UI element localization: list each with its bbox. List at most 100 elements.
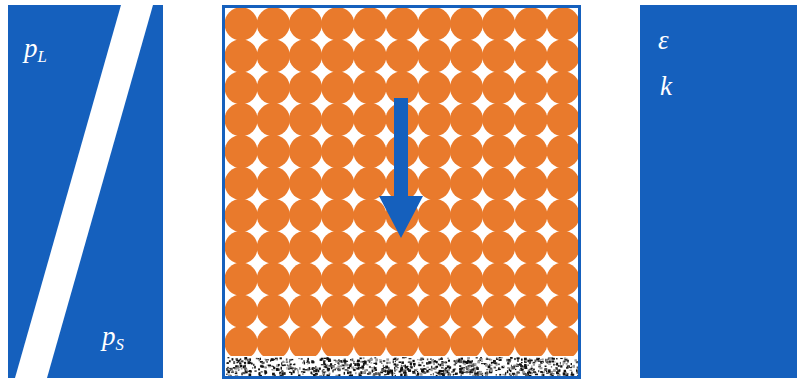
gravel-grain	[327, 364, 329, 367]
gravel-grain	[529, 361, 531, 363]
gravel-grain	[227, 357, 229, 358]
gravel-grain	[560, 358, 563, 359]
gravel-grain	[315, 370, 317, 372]
symbol-label: pL	[24, 35, 47, 66]
gravel-grain	[282, 373, 284, 375]
gravel-grain	[433, 373, 434, 375]
particle	[547, 103, 580, 136]
gravel-grain	[435, 372, 437, 373]
gravel-grain	[515, 369, 516, 370]
gravel-grain	[356, 368, 358, 370]
gravel-grain	[423, 368, 425, 370]
gravel-grain	[508, 361, 511, 363]
particle	[418, 167, 451, 200]
particle	[482, 39, 515, 72]
gravel-grain	[521, 367, 524, 370]
gravel-grain	[394, 363, 397, 365]
gravel-grain	[519, 363, 522, 365]
gravel-grain	[460, 375, 461, 376]
gravel-grain	[560, 362, 561, 365]
gravel-grain	[320, 359, 323, 361]
particle	[257, 294, 290, 327]
gravel-grain	[563, 373, 566, 376]
gravel-grain	[271, 359, 273, 361]
gravel-grain	[512, 373, 515, 375]
gravel-grain	[441, 363, 443, 365]
gravel-grain	[427, 358, 428, 360]
gravel-grain	[394, 373, 396, 374]
particle	[482, 263, 515, 296]
gravel-grain	[419, 364, 422, 366]
gravel-grain	[499, 374, 501, 376]
particle	[257, 103, 290, 136]
gravel-grain	[282, 361, 285, 363]
gravel-grain	[301, 371, 303, 372]
gravel-grain	[316, 368, 319, 370]
gravel-grain	[540, 371, 542, 373]
gravel-grain	[539, 367, 542, 369]
gravel-grain	[472, 375, 475, 376]
particle	[547, 294, 580, 327]
gravel-grain	[238, 368, 240, 371]
gravel-grain	[312, 361, 314, 363]
gravel-grain	[522, 371, 525, 373]
gravel-grain	[538, 361, 541, 362]
gravel-grain	[281, 362, 282, 364]
gravel-grain	[240, 365, 242, 367]
gravel-grain	[311, 368, 313, 370]
gravel-grain	[351, 367, 354, 369]
gravel-grain	[517, 357, 520, 359]
gravel-grain	[328, 359, 330, 362]
gravel-grain	[448, 360, 450, 362]
gravel-grain	[453, 369, 455, 372]
gravel-grain	[457, 359, 458, 362]
particle	[514, 167, 547, 200]
gravel-grain	[505, 372, 506, 373]
gravel-grain	[422, 362, 424, 364]
gravel-grain	[548, 369, 551, 372]
gravel-grain	[340, 365, 342, 367]
flow-arrow	[379, 98, 423, 238]
gravel-grain	[439, 370, 441, 372]
gravel-grain	[306, 362, 309, 363]
gravel-grain	[481, 363, 484, 364]
gravel-grain	[517, 364, 518, 366]
particle	[514, 7, 547, 40]
particle	[386, 39, 419, 72]
gravel-grain	[307, 363, 308, 364]
gravel-grain	[431, 366, 432, 369]
gravel-grain	[409, 358, 412, 359]
gravel-grain	[565, 372, 566, 375]
particle	[321, 326, 354, 359]
gravel-grain	[282, 365, 285, 367]
gravel-grain	[256, 358, 258, 359]
particle	[353, 39, 386, 72]
particle	[289, 7, 322, 40]
gravel-grain	[549, 357, 552, 360]
gravel-grain	[517, 372, 520, 374]
particle	[482, 103, 515, 136]
symbol-label: k	[660, 73, 672, 100]
gravel-grain	[547, 361, 548, 364]
gravel-grain	[226, 363, 228, 364]
gravel-grain	[347, 370, 349, 371]
gravel-grain	[521, 369, 524, 370]
particle	[225, 263, 258, 296]
gravel-grain	[246, 369, 247, 372]
gravel-grain	[378, 372, 380, 375]
particle	[386, 326, 419, 359]
gravel-grain	[232, 358, 234, 360]
gravel-grain	[284, 364, 286, 366]
gravel-grain	[352, 358, 354, 361]
gravel-grain	[393, 359, 395, 360]
gravel-grain	[439, 374, 442, 376]
gravel-grain	[397, 367, 398, 368]
gravel-grain	[259, 372, 261, 375]
particle	[257, 39, 290, 72]
particle	[289, 263, 322, 296]
white-stripe	[15, 5, 153, 378]
gravel-grain	[399, 361, 402, 363]
gravel-grain	[521, 362, 523, 363]
gravel-grain	[558, 365, 560, 367]
gravel-grain	[324, 358, 327, 359]
